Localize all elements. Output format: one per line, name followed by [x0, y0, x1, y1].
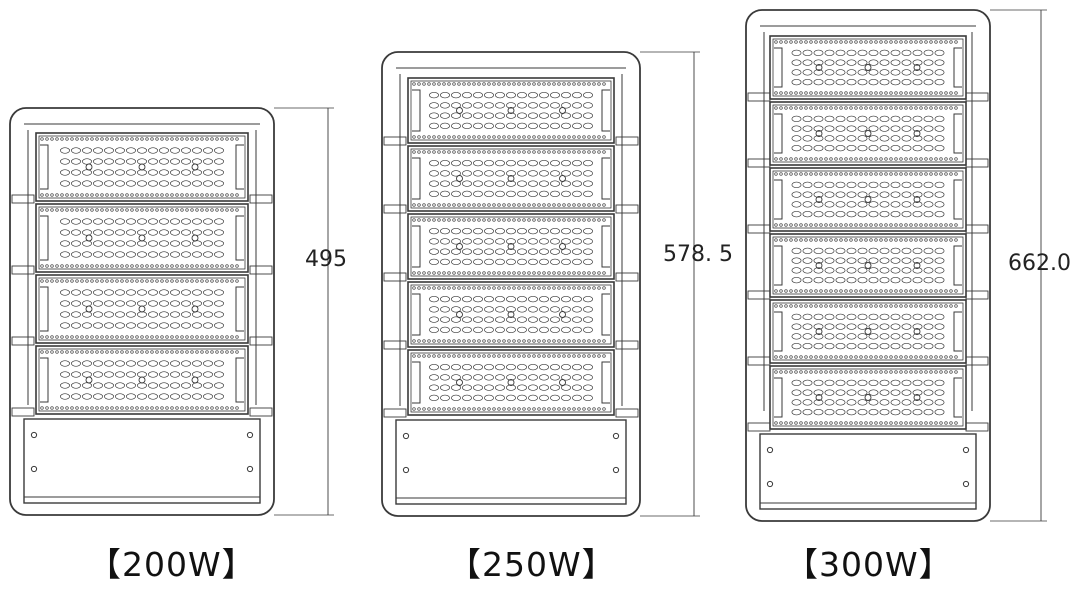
fixture-250w: [381, 51, 641, 517]
led-module-300w-5: [769, 299, 967, 364]
housing-outline-300w: [745, 9, 991, 522]
driver-box-250w: [395, 419, 627, 505]
led-module-200w-4: [35, 345, 249, 415]
dimension-line-200w: [274, 107, 334, 516]
led-module-250w-1: [407, 77, 615, 144]
dimension-line-300w: [990, 9, 1047, 522]
led-module-300w-1: [769, 35, 967, 100]
fixture-200w: [9, 107, 275, 516]
led-module-250w-3: [407, 213, 615, 280]
dim-label-250w: 578. 5: [663, 242, 733, 267]
fixture-300w: [745, 9, 991, 522]
led-module-250w-2: [407, 145, 615, 212]
led-module-300w-2: [769, 101, 967, 166]
led-module-300w-4: [769, 233, 967, 298]
model-label-300w: 【300W】: [785, 545, 953, 584]
driver-box-300w: [759, 433, 977, 510]
led-module-250w-5: [407, 349, 615, 416]
led-module-300w-3: [769, 167, 967, 232]
led-module-200w-2: [35, 203, 249, 273]
model-label-200w: 【200W】: [88, 545, 256, 584]
driver-box-200w: [23, 418, 261, 504]
housing-outline-250w: [381, 51, 641, 517]
dim-label-200w: 495: [305, 247, 347, 272]
model-label-250w: 【250W】: [448, 545, 616, 584]
led-module-300w-6: [769, 365, 967, 430]
dim-label-300w: 662.0: [1008, 251, 1071, 276]
led-module-200w-1: [35, 132, 249, 202]
dimension-line-250w: [640, 51, 700, 517]
led-module-200w-3: [35, 274, 249, 344]
led-module-250w-4: [407, 281, 615, 348]
housing-outline-200w: [9, 107, 275, 516]
